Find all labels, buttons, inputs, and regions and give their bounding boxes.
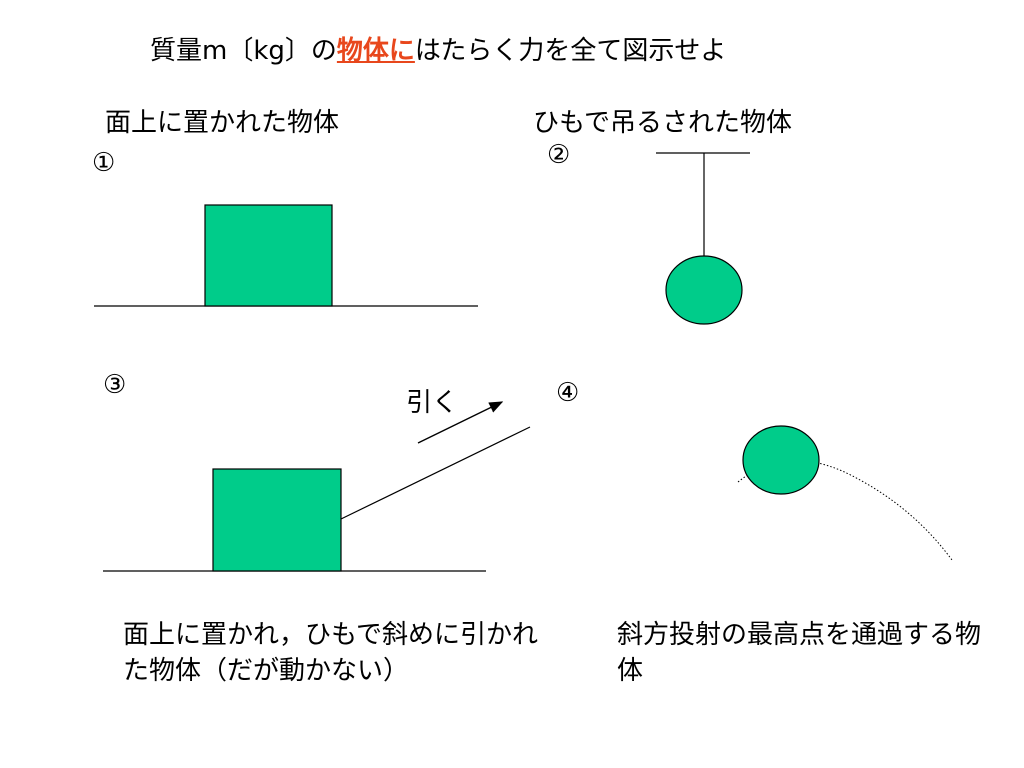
- panel4-number: ④: [556, 378, 580, 408]
- panel3-number: ③: [103, 370, 127, 400]
- panel2-number: ②: [547, 140, 571, 170]
- panel2-ball: [665, 255, 743, 325]
- title-part2: はたらく力を全て図示せよ: [414, 36, 727, 66]
- panel3-block: [212, 468, 342, 572]
- panel1-label: 面上に置かれた物体: [105, 108, 340, 138]
- pull-arrow-icon: [417, 401, 504, 444]
- panel3-rope: [340, 426, 531, 520]
- panel4-ball: [742, 425, 820, 495]
- title-part1: 質量m〔kg〕の: [150, 36, 337, 66]
- panel4-caption: 斜方投射の最高点を通過する物体: [617, 620, 982, 686]
- title-highlight: 物体に: [336, 36, 415, 66]
- panel1-block: [204, 204, 333, 307]
- panel1-number: ①: [92, 148, 116, 178]
- panel3-caption: 面上に置かれ，ひもで斜めに引かれた物体（だが動かない）: [123, 620, 538, 686]
- panel4-trajectory: [737, 460, 953, 561]
- page-title: 質量m〔kg〕の物体にはたらく力を全て図示せよ: [150, 34, 726, 68]
- pull-label: 引く: [406, 388, 459, 418]
- panel2-label: ひもで吊るされた物体: [533, 108, 792, 138]
